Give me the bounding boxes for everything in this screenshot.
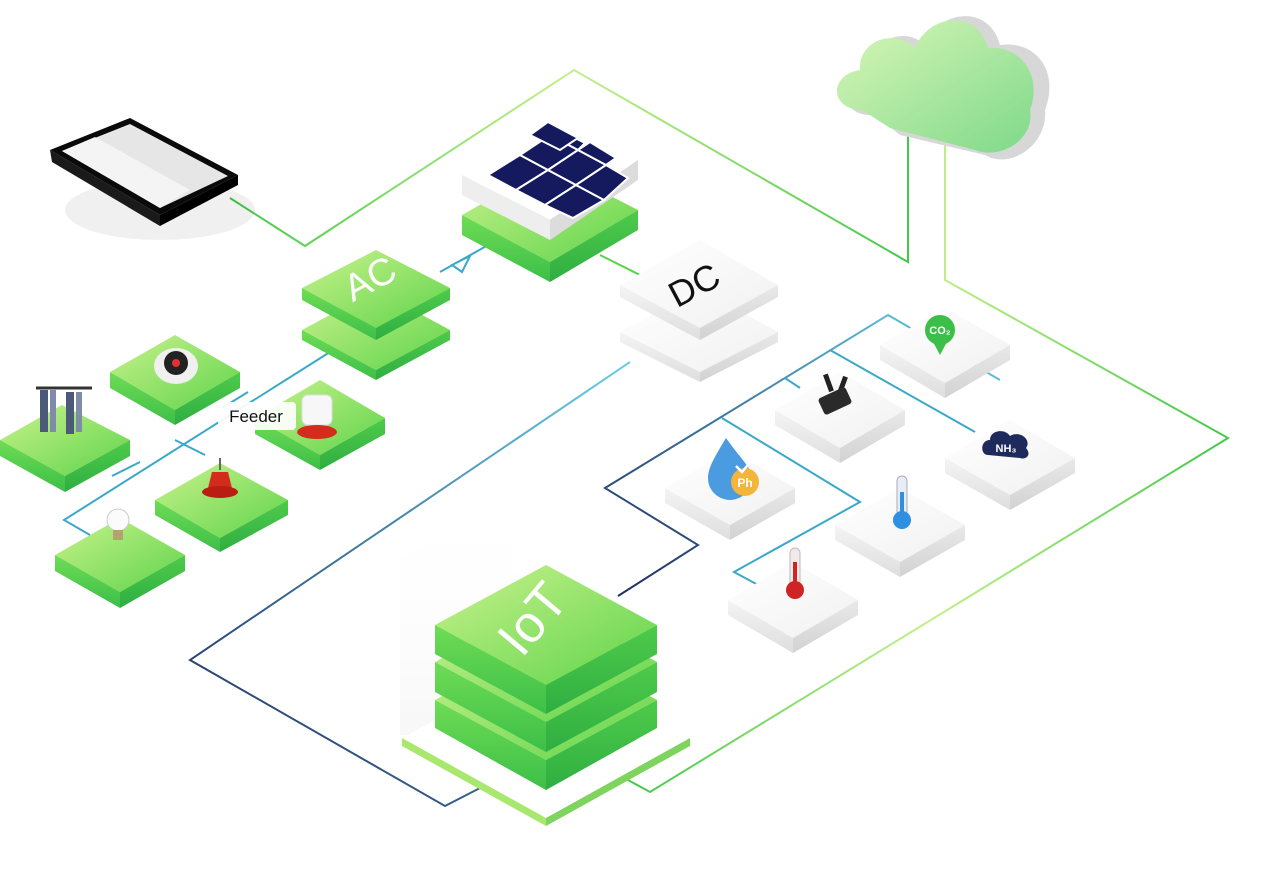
feeder-callout: Feeder	[218, 402, 296, 430]
cloud-link-line	[627, 120, 1230, 794]
nh3-sensor-icon: NH₃	[982, 431, 1029, 459]
ph-label: Ph	[737, 476, 752, 490]
feeder-icon	[297, 394, 337, 439]
co2-sensor-icon: CO₂	[925, 315, 955, 355]
sensor-branch-2	[829, 349, 976, 433]
feeder-label: Feeder	[229, 407, 283, 426]
fan-tile	[110, 335, 240, 425]
dc-iot-line	[188, 361, 631, 808]
nh3-label: NH₃	[996, 443, 1017, 455]
cold-thermometer-icon	[893, 475, 911, 529]
ac-block: AC	[302, 248, 450, 380]
ph-tile: Ph	[665, 438, 795, 540]
hot-thermo-tile	[728, 547, 858, 653]
dc-block: DC	[620, 240, 778, 382]
solar-panel-icon	[462, 115, 638, 282]
camera-icon	[818, 373, 852, 415]
sensor-branch-3	[784, 377, 801, 389]
bulb-tile	[55, 508, 185, 608]
arrow-head-icon	[450, 253, 473, 274]
cloud-icon	[836, 16, 1050, 160]
nh3-tile: NH₃	[945, 420, 1075, 510]
hot-thermometer-icon	[786, 547, 804, 599]
curtain-icon	[36, 386, 92, 434]
connection-lines	[62, 68, 1230, 808]
drinker-tile	[155, 458, 288, 552]
feeder-tile	[255, 380, 385, 470]
iot-block: IoT	[400, 490, 690, 826]
fan-icon	[154, 348, 198, 384]
cold-thermo-tile	[835, 475, 965, 577]
co2-tile: CO₂	[880, 308, 1010, 398]
device-branch-1	[111, 461, 141, 477]
ph-sensor-icon: Ph	[708, 438, 759, 500]
device-branch-2	[174, 439, 206, 456]
bulb-icon	[106, 508, 130, 540]
sensor-branch-1	[721, 417, 862, 587]
curtain-tile	[0, 386, 130, 492]
co2-label: CO₂	[929, 325, 951, 337]
drinker-icon	[202, 458, 238, 498]
camera-tile	[775, 372, 905, 463]
phone-icon	[50, 118, 255, 240]
phone-link-line	[229, 68, 909, 264]
